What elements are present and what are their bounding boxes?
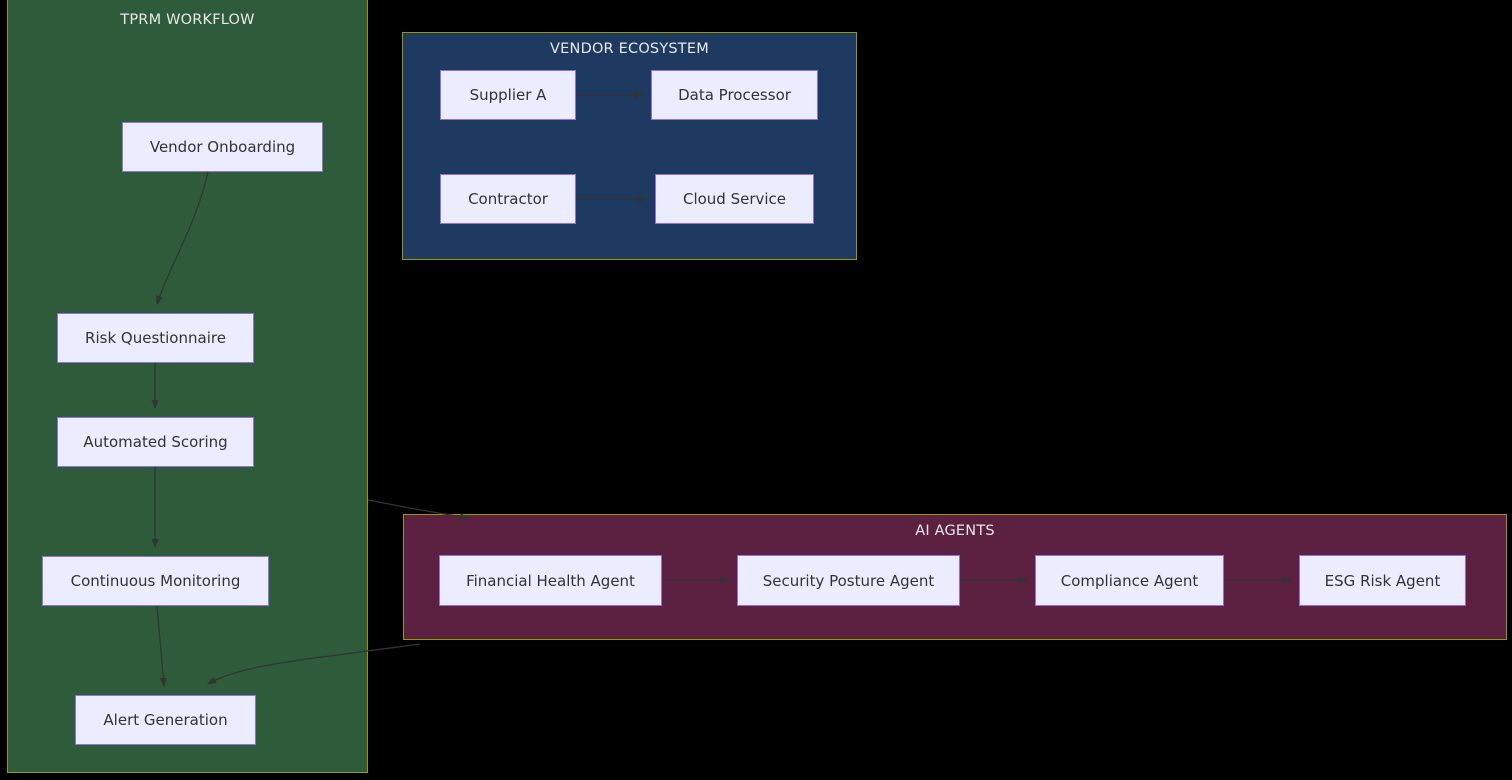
node-label: Security Posture Agent xyxy=(762,571,935,590)
node-label: Data Processor xyxy=(678,86,791,104)
node-automated-scoring[interactable]: Automated Scoring xyxy=(57,417,254,467)
node-label: Risk Questionnaire xyxy=(85,329,226,347)
cluster-title-ai-agents: AI AGENTS xyxy=(915,523,995,539)
cluster-vendor-ecosystem[interactable]: VENDOR ECOSYSTEM xyxy=(402,32,857,260)
node-cloud-service[interactable]: Cloud Service xyxy=(655,174,814,224)
node-label: Cloud Service xyxy=(682,190,787,208)
node-esg-risk-agent[interactable]: ESG Risk Agent xyxy=(1299,555,1466,606)
node-label: Alert Generation xyxy=(103,711,228,729)
node-security-posture-agent[interactable]: Security Posture Agent xyxy=(737,555,960,606)
node-label: ESG Risk Agent xyxy=(1324,571,1441,590)
node-vendor-onboarding[interactable]: Vendor Onboarding xyxy=(122,122,323,172)
node-label: Continuous Monitoring xyxy=(70,572,241,590)
node-label: Vendor Onboarding xyxy=(149,138,296,156)
node-contractor[interactable]: Contractor xyxy=(440,174,576,224)
node-alert-generation[interactable]: Alert Generation xyxy=(75,695,256,745)
node-label: Financial Health Agent xyxy=(466,571,635,590)
node-compliance-agent[interactable]: Compliance Agent xyxy=(1035,555,1224,606)
node-label: Contractor xyxy=(468,190,548,208)
node-supplier-a[interactable]: Supplier A xyxy=(440,70,576,120)
node-risk-questionnaire[interactable]: Risk Questionnaire xyxy=(57,313,254,363)
node-financial-health-agent[interactable]: Financial Health Agent xyxy=(439,555,662,606)
cluster-tprm-workflow[interactable]: TPRM WORKFLOW xyxy=(7,0,368,773)
cluster-title-tprm-workflow: TPRM WORKFLOW xyxy=(120,12,255,28)
node-data-processor[interactable]: Data Processor xyxy=(651,70,818,120)
node-label: Compliance Agent xyxy=(1060,571,1199,590)
cluster-title-vendor-ecosystem: VENDOR ECOSYSTEM xyxy=(550,41,709,57)
node-continuous-monitoring[interactable]: Continuous Monitoring xyxy=(42,556,269,606)
node-label: Automated Scoring xyxy=(83,433,228,451)
node-label: Supplier A xyxy=(469,86,547,104)
